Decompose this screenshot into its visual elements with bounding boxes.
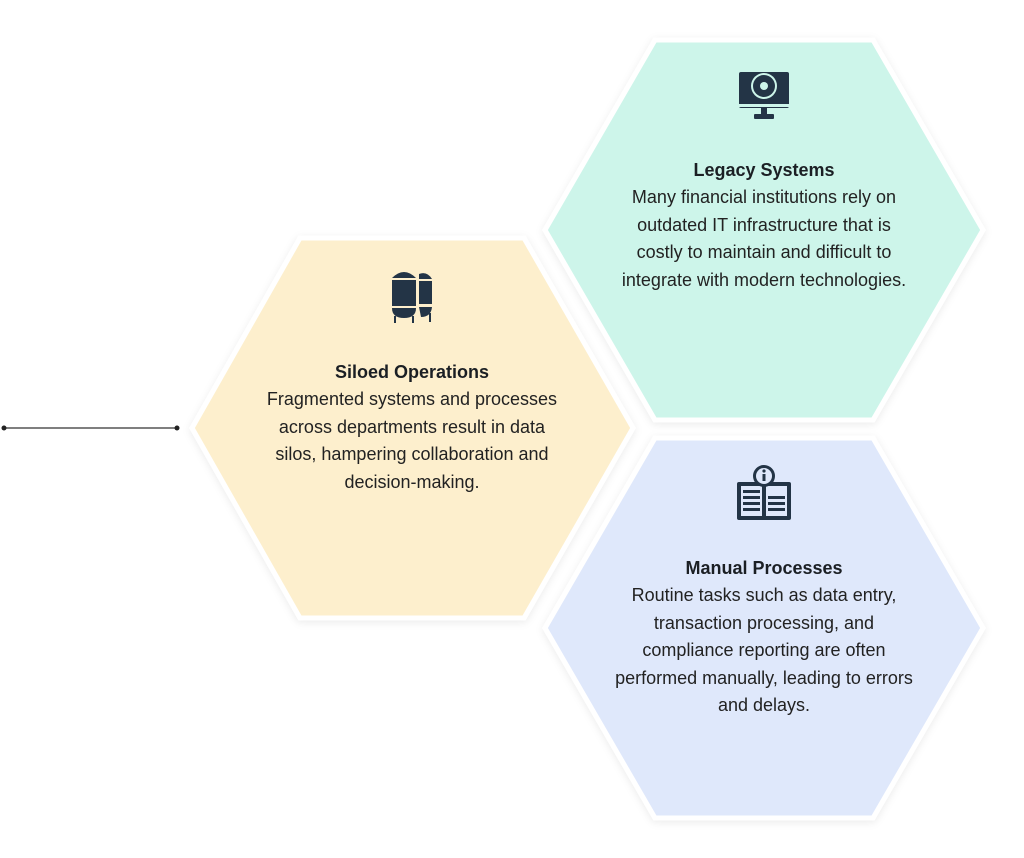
connector-dot-end: [174, 425, 180, 431]
silo-tanks-icon: [392, 272, 432, 323]
hexagon-manual-processes: [542, 435, 986, 821]
legacy-systems-card: Legacy Systems Many financial institutio…: [604, 66, 924, 294]
info-book-icon: [737, 465, 791, 520]
hexagon-legacy-systems: [542, 37, 986, 423]
legacy-systems-description: Many financial institutions rely on outd…: [621, 187, 907, 290]
monitor-gear-icon: [739, 72, 789, 119]
manual-processes-card: Manual Processes Routine tasks such as d…: [604, 464, 924, 720]
manual-processes-description: Routine tasks such as data entry, transa…: [615, 585, 913, 715]
hexagon-siloed-operations: [189, 235, 636, 621]
connector-dot-start: [1, 425, 7, 431]
manual-processes-title: Manual Processes: [685, 558, 843, 578]
siloed-operations-description: Fragmented systems and processes across …: [266, 389, 558, 492]
siloed-operations-card: Siloed Operations Fragmented systems and…: [252, 266, 572, 496]
siloed-operations-title: Siloed Operations: [334, 362, 490, 382]
legacy-systems-title: Legacy Systems: [693, 160, 835, 180]
